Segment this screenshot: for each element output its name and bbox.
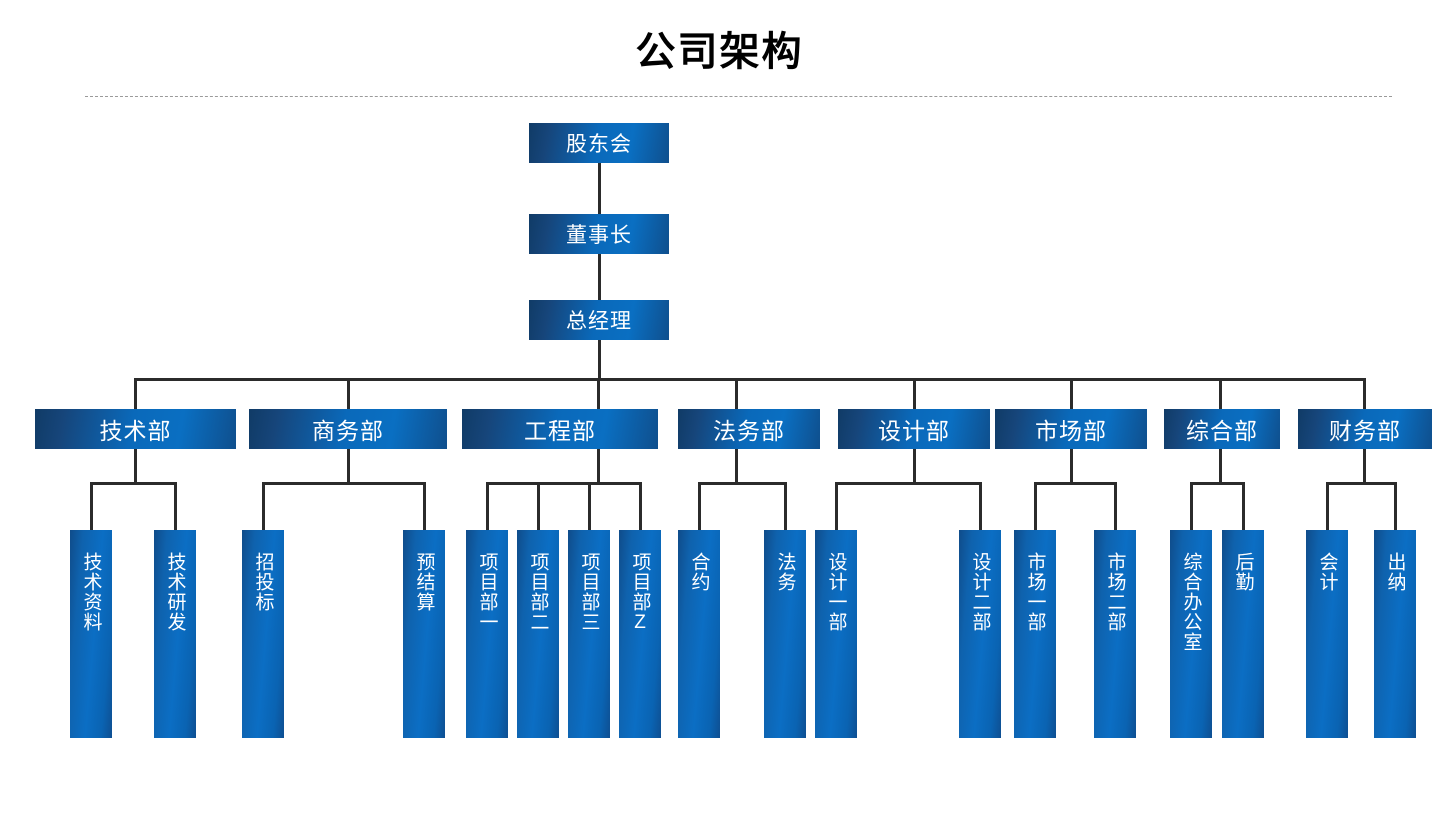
connector-to-leaf-法务 xyxy=(784,482,787,530)
leaf-node-label: 出纳 xyxy=(1384,552,1406,592)
connector-to-leaf-市场二部 xyxy=(1114,482,1117,530)
leaf-node-label: 后勤 xyxy=(1232,552,1254,592)
leaf-node-招投标[interactable]: 招投标 xyxy=(242,530,284,738)
connector-dept-stem-工程部 xyxy=(597,449,600,485)
leaf-node-技术研发[interactable]: 技术研发 xyxy=(154,530,196,738)
leaf-node-会计[interactable]: 会计 xyxy=(1306,530,1348,738)
leaf-node-label: 技术资料 xyxy=(80,552,102,632)
branch-bus-商务部 xyxy=(263,482,424,485)
leaf-node-label: 综合办公室 xyxy=(1180,552,1202,652)
dept-node-技术部[interactable]: 技术部 xyxy=(35,409,236,449)
connector-bus-to-dept-技术部 xyxy=(134,378,137,409)
connector-dept-stem-综合部 xyxy=(1219,449,1222,485)
leaf-node-设计一部[interactable]: 设计一部 xyxy=(815,530,857,738)
connector-to-leaf-预结算 xyxy=(423,482,426,530)
connector-bus-to-dept-综合部 xyxy=(1219,378,1222,409)
main-bus-line xyxy=(135,378,1365,381)
leaf-node-label: 技术研发 xyxy=(164,552,186,632)
leaf-node-label: 项目部一 xyxy=(476,552,498,632)
leaf-node-label: 合约 xyxy=(688,552,710,592)
connector-to-leaf-项目部三 xyxy=(588,482,591,530)
dept-node-设计部[interactable]: 设计部 xyxy=(838,409,990,449)
leaf-node-法务[interactable]: 法务 xyxy=(764,530,806,738)
leaf-node-项目部Z[interactable]: 项目部Z xyxy=(619,530,661,738)
connector-dept-stem-法务部 xyxy=(735,449,738,485)
branch-bus-法务部 xyxy=(699,482,785,485)
connector-to-leaf-设计一部 xyxy=(835,482,838,530)
chain-node-董事长[interactable]: 董事长 xyxy=(529,214,669,254)
leaf-node-设计二部[interactable]: 设计二部 xyxy=(959,530,1001,738)
branch-bus-市场部 xyxy=(1035,482,1115,485)
connector-to-leaf-会计 xyxy=(1326,482,1329,530)
connector-to-leaf-设计二部 xyxy=(979,482,982,530)
dept-node-法务部[interactable]: 法务部 xyxy=(678,409,820,449)
connector-dept-stem-技术部 xyxy=(134,449,137,485)
dept-node-财务部[interactable]: 财务部 xyxy=(1298,409,1432,449)
connector-chain-1 xyxy=(598,254,601,300)
connector-to-leaf-项目部二 xyxy=(537,482,540,530)
leaf-node-市场二部[interactable]: 市场二部 xyxy=(1094,530,1136,738)
branch-bus-财务部 xyxy=(1327,482,1395,485)
leaf-node-label: 市场二部 xyxy=(1104,552,1126,632)
chain-node-总经理[interactable]: 总经理 xyxy=(529,300,669,340)
leaf-node-label: 预结算 xyxy=(413,552,435,612)
connector-bus-to-dept-法务部 xyxy=(735,378,738,409)
branch-bus-技术部 xyxy=(91,482,175,485)
connector-chain-0 xyxy=(598,163,601,214)
leaf-node-label: 会计 xyxy=(1316,552,1338,592)
leaf-node-label: 市场一部 xyxy=(1024,552,1046,632)
connector-gm-to-bus xyxy=(598,340,601,381)
connector-dept-stem-财务部 xyxy=(1363,449,1366,485)
leaf-node-技术资料[interactable]: 技术资料 xyxy=(70,530,112,738)
leaf-node-项目部二[interactable]: 项目部二 xyxy=(517,530,559,738)
leaf-node-label: 设计一部 xyxy=(825,552,847,632)
leaf-node-出纳[interactable]: 出纳 xyxy=(1374,530,1416,738)
leaf-node-后勤[interactable]: 后勤 xyxy=(1222,530,1264,738)
title-divider xyxy=(85,96,1392,97)
connector-to-leaf-出纳 xyxy=(1394,482,1397,530)
connector-to-leaf-技术研发 xyxy=(174,482,177,530)
chain-node-股东会[interactable]: 股东会 xyxy=(529,123,669,163)
leaf-node-项目部一[interactable]: 项目部一 xyxy=(466,530,508,738)
connector-to-leaf-市场一部 xyxy=(1034,482,1037,530)
connector-bus-to-dept-市场部 xyxy=(1070,378,1073,409)
connector-dept-stem-商务部 xyxy=(347,449,350,485)
connector-bus-to-dept-商务部 xyxy=(347,378,350,409)
connector-to-leaf-项目部Z xyxy=(639,482,642,530)
connector-bus-to-dept-设计部 xyxy=(913,378,916,409)
dept-node-综合部[interactable]: 综合部 xyxy=(1164,409,1280,449)
leaf-node-label: 项目部二 xyxy=(527,552,549,632)
page-title: 公司架构 xyxy=(635,30,804,74)
dept-node-市场部[interactable]: 市场部 xyxy=(995,409,1147,449)
dept-node-商务部[interactable]: 商务部 xyxy=(249,409,447,449)
connector-dept-stem-市场部 xyxy=(1070,449,1073,485)
connector-to-leaf-项目部一 xyxy=(486,482,489,530)
leaf-node-项目部三[interactable]: 项目部三 xyxy=(568,530,610,738)
leaf-node-label: 法务 xyxy=(774,552,796,592)
leaf-node-label: 设计二部 xyxy=(969,552,991,632)
leaf-node-label: 项目部Z xyxy=(629,552,651,634)
branch-bus-工程部 xyxy=(487,482,640,485)
connector-dept-stem-设计部 xyxy=(913,449,916,485)
connector-bus-to-dept-工程部 xyxy=(597,378,600,409)
leaf-node-label: 项目部三 xyxy=(578,552,600,632)
connector-to-leaf-技术资料 xyxy=(90,482,93,530)
connector-to-leaf-后勤 xyxy=(1242,482,1245,530)
branch-bus-设计部 xyxy=(836,482,980,485)
connector-to-leaf-招投标 xyxy=(262,482,265,530)
leaf-node-预结算[interactable]: 预结算 xyxy=(403,530,445,738)
connector-bus-to-dept-财务部 xyxy=(1363,378,1366,409)
dept-node-工程部[interactable]: 工程部 xyxy=(462,409,658,449)
connector-to-leaf-合约 xyxy=(698,482,701,530)
leaf-node-label: 招投标 xyxy=(252,552,274,612)
connector-to-leaf-综合办公室 xyxy=(1190,482,1193,530)
leaf-node-市场一部[interactable]: 市场一部 xyxy=(1014,530,1056,738)
branch-bus-综合部 xyxy=(1191,482,1243,485)
leaf-node-综合办公室[interactable]: 综合办公室 xyxy=(1170,530,1212,738)
leaf-node-合约[interactable]: 合约 xyxy=(678,530,720,738)
